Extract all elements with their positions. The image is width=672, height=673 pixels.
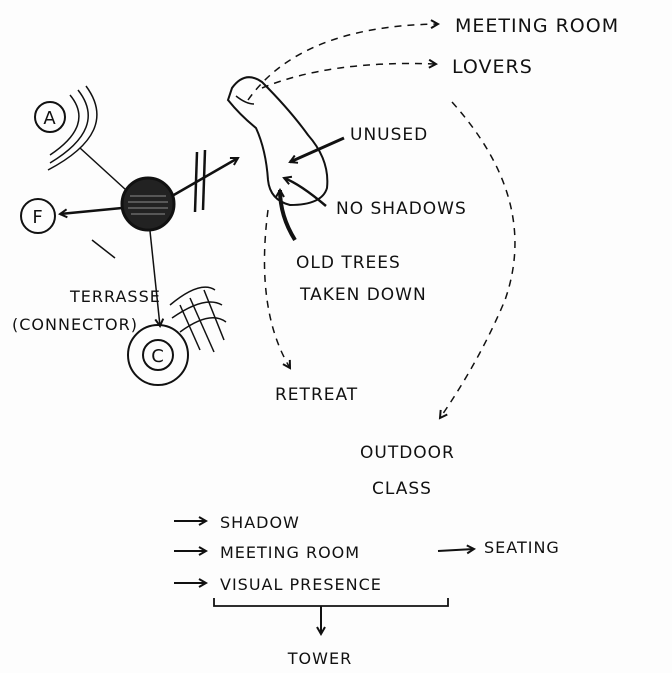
- bracket: [214, 598, 448, 606]
- dash-mark: [92, 240, 115, 258]
- node-c-label: C: [151, 346, 165, 367]
- seating-arrow: [438, 549, 474, 551]
- node-f: F: [21, 199, 55, 233]
- list-shadow-label: SHADOW: [220, 513, 300, 532]
- retreat-label: RETREAT: [275, 385, 358, 405]
- node-a-label: A: [43, 108, 56, 129]
- unused-arrow: [290, 138, 344, 162]
- node-f-label: F: [32, 207, 43, 228]
- park-fold: [236, 96, 254, 104]
- hub-to-c-arrow: [150, 231, 160, 326]
- outdoor-label: OUTDOOR: [360, 443, 455, 463]
- meeting-room-label: MEETING ROOM: [455, 15, 619, 37]
- no-shadows-arrow: [284, 178, 326, 206]
- hub: [122, 178, 174, 230]
- node-c: C: [128, 325, 188, 385]
- node-a: A: [35, 102, 65, 132]
- connector-label: (CONNECTOR): [12, 315, 138, 334]
- hub-to-f-arrow: [60, 208, 122, 214]
- park-shape: [228, 77, 327, 205]
- dashed-paths: [248, 24, 515, 418]
- terrasse-label: TERRASSE: [69, 287, 161, 306]
- list-seating-label: SEATING: [484, 538, 560, 557]
- lovers-label: LOVERS: [452, 56, 533, 78]
- unused-label: UNUSED: [350, 125, 428, 145]
- list-visual-presence-label: VISUAL PRESENCE: [220, 575, 382, 594]
- class-label: CLASS: [372, 479, 432, 499]
- hub-to-a-line: [80, 148, 126, 190]
- list-meeting-room-label: MEETING ROOM: [220, 543, 360, 562]
- old-trees-arrow: [280, 190, 295, 240]
- taken-down-label: TAKEN DOWN: [299, 285, 427, 305]
- no-shadows-label: NO SHADOWS: [336, 199, 467, 219]
- list-tower-label: TOWER: [287, 649, 352, 668]
- hatch-grid: [170, 287, 226, 352]
- summary-list: SHADOW MEETING ROOM SEATING VISUAL PRESE…: [174, 513, 560, 668]
- old-trees-label: OLD TREES: [296, 253, 401, 273]
